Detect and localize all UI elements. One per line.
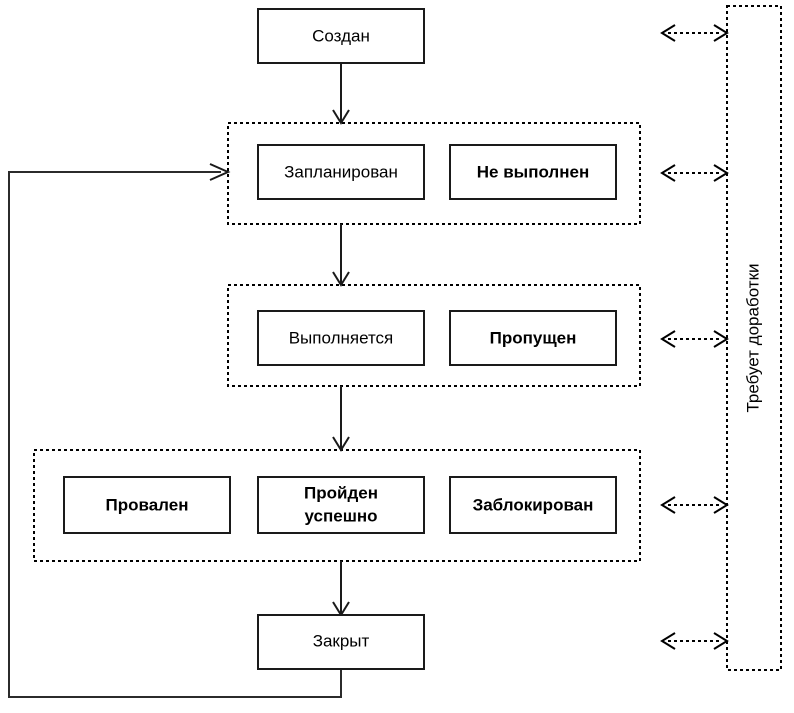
rework-connectors	[660, 24, 729, 650]
arrow-head-right-results	[713, 496, 729, 514]
state-label-blocked: Заблокирован	[473, 495, 594, 514]
arrow-head-right-created	[713, 24, 729, 42]
state-label-passed-line2: успешно	[304, 506, 377, 525]
feedback-loop-closed-to-planned	[8, 163, 342, 698]
state-node-in-progress[interactable]: Выполняется	[257, 310, 425, 366]
group-running-boundary	[227, 284, 641, 387]
arrow-head-left-running	[660, 330, 676, 348]
state-label-failed: Провален	[106, 495, 189, 514]
arrow-head-left-results	[660, 496, 676, 514]
state-box-created[interactable]	[257, 8, 425, 64]
state-node-failed[interactable]: Провален	[63, 476, 231, 534]
state-label-skipped: Пропущен	[490, 328, 577, 347]
state-node-closed[interactable]: Закрыт	[257, 614, 425, 670]
group-results-boundary	[33, 449, 641, 562]
state-node-passed[interactable]: Пройден успешно	[257, 476, 425, 534]
state-node-blocked[interactable]: Заблокирован	[449, 476, 617, 534]
state-box-closed[interactable]	[257, 614, 425, 670]
rework-connector-planned	[660, 164, 729, 182]
state-box-skipped[interactable]	[449, 310, 617, 366]
state-box-not-executed[interactable]	[449, 144, 617, 200]
state-node-skipped[interactable]: Пропущен	[449, 310, 617, 366]
state-label-passed-line1: Пройден	[304, 483, 378, 502]
group-planned-boundary	[227, 122, 641, 225]
state-label-in-progress: Выполняется	[289, 328, 394, 347]
arrow-head-planned-to-running	[332, 271, 350, 287]
state-label-planned: Запланирован	[284, 162, 398, 181]
arrow-head-right-running	[713, 330, 729, 348]
state-label-closed: Закрыт	[313, 631, 370, 650]
arrow-head-left-created	[660, 24, 676, 42]
state-box-failed[interactable]	[63, 476, 231, 534]
arrow-head-running-to-results	[332, 436, 350, 452]
state-node-planned[interactable]: Запланирован	[257, 144, 425, 200]
arrow-head-right-closed	[713, 632, 729, 650]
state-nodes: Создан Запланирован Не выполнен Выполняе…	[63, 8, 617, 670]
arrow-head-right-planned	[713, 164, 729, 182]
state-box-in-progress[interactable]	[257, 310, 425, 366]
state-box-passed[interactable]	[257, 476, 425, 534]
rework-panel-label: Требует доработки	[743, 263, 762, 412]
arrow-head-left-planned	[660, 164, 676, 182]
arrow-head-left-closed	[660, 632, 676, 650]
rework-connector-created	[660, 24, 729, 42]
arrow-head-loop-to-planned	[209, 163, 231, 181]
state-box-blocked[interactable]	[449, 476, 617, 534]
state-node-not-executed[interactable]: Не выполнен	[449, 144, 617, 200]
rework-panel[interactable]: Требует доработки	[726, 5, 782, 671]
loop-path	[8, 171, 342, 698]
arrow-head-created-to-planned	[332, 109, 350, 125]
rework-connector-running	[660, 330, 729, 348]
state-label-created: Создан	[312, 26, 370, 45]
rework-connector-closed	[660, 632, 729, 650]
rework-connector-results	[660, 496, 729, 514]
state-box-planned[interactable]	[257, 144, 425, 200]
group-containers	[33, 122, 641, 562]
state-label-not-executed: Не выполнен	[477, 162, 589, 181]
state-node-created[interactable]: Создан	[257, 8, 425, 64]
